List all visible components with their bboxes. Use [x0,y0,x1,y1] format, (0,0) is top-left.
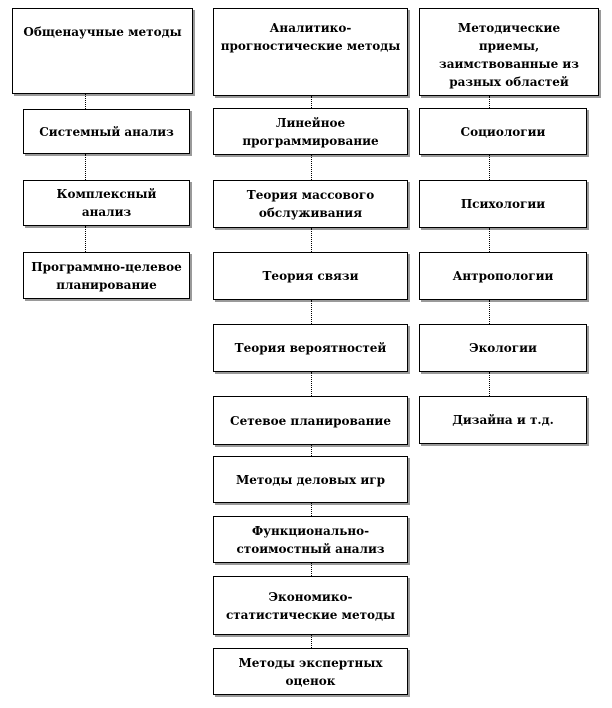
method-box: Дизайна и т.д. [419,396,587,444]
connector [489,228,490,252]
connector [311,228,312,252]
connector [489,372,490,396]
method-box: Социологии [419,108,587,155]
method-box: Теория массового обслуживания [213,180,408,228]
connector [489,300,490,324]
connector [85,226,86,252]
method-box: Теория вероятностей [213,324,408,372]
method-box: Экономико-статистические методы [213,576,408,635]
connector [489,96,490,108]
method-box: Функционально-стоимостный анализ [213,516,408,563]
connector [311,445,312,456]
connector [489,155,490,180]
connector [311,503,312,516]
method-box: Сетевое планирование [213,396,408,445]
general-methods-header: Общенаучные методы [12,8,193,94]
connector [85,154,86,180]
connector [311,372,312,396]
method-box: Комплексный анализ [23,180,190,226]
connector [85,94,86,109]
method-box: Системный анализ [23,109,190,154]
method-box: Экологии [419,324,587,372]
connector [311,300,312,324]
method-box: Антропологии [419,252,587,300]
method-box: Психологии [419,180,587,228]
connector [311,563,312,576]
method-box: Линейное программирование [213,108,408,155]
method-box: Теория связи [213,252,408,300]
method-box: Методы деловых игр [213,456,408,503]
analytic-methods-header: Аналитико-прогностические методы [213,8,408,96]
borrowed-methods-header: Методические приемы, заимствованные из р… [419,8,599,96]
connector [311,155,312,180]
connector [311,635,312,648]
method-box: Программно-целевое планирование [23,252,190,299]
method-box: Методы экспертных оценок [213,648,408,695]
connector [311,96,312,108]
